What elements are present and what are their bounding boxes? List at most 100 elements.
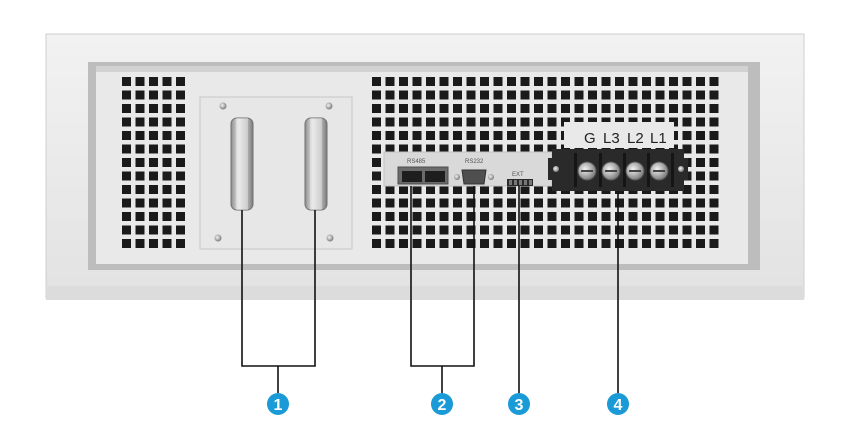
- terminal-label-area: [564, 122, 674, 148]
- vent-hole: [574, 90, 584, 100]
- vent-hole: [135, 158, 145, 167]
- vent-hole: [399, 185, 408, 194]
- vent-hole: [135, 131, 145, 140]
- vent-hole: [372, 171, 381, 181]
- vent-hole: [372, 104, 381, 113]
- vent-hole: [122, 239, 131, 248]
- vent-hole: [642, 212, 651, 221]
- vent-hole: [399, 131, 408, 140]
- vent-hole: [709, 104, 719, 113]
- vent-hole: [615, 104, 624, 113]
- vent-hole: [507, 212, 516, 221]
- terminal-l3[interactable]: [601, 161, 621, 181]
- vent-hole: [507, 225, 516, 235]
- vent-hole: [466, 90, 476, 100]
- vent-hole: [682, 212, 692, 221]
- vent-hole: [372, 239, 381, 248]
- vent-hole: [669, 225, 678, 235]
- vent-hole: [385, 225, 395, 235]
- vent-hole: [547, 225, 557, 235]
- callout-4-label: 4: [614, 397, 623, 414]
- vent-hole: [372, 212, 381, 221]
- vent-hole: [642, 77, 651, 86]
- vent-hole: [122, 144, 131, 154]
- vent-hole: [480, 198, 489, 208]
- handle-right[interactable]: [304, 117, 328, 211]
- vent-hole: [588, 77, 597, 86]
- vent-hole: [426, 239, 435, 248]
- vent-hole: [507, 144, 516, 154]
- vent-hole: [642, 239, 651, 248]
- vent-hole: [412, 77, 422, 86]
- vent-hole: [507, 117, 516, 127]
- vent-hole: [493, 212, 503, 221]
- vent-hole: [628, 77, 638, 86]
- vent-hole: [696, 144, 705, 154]
- vent-hole: [655, 198, 665, 208]
- handle-left[interactable]: [230, 117, 254, 211]
- vent-hole: [162, 90, 172, 100]
- vent-hole: [466, 131, 476, 140]
- vent-hole: [385, 198, 395, 208]
- vent-hole: [628, 212, 638, 221]
- rs232-port[interactable]: RS232: [454, 159, 494, 185]
- vent-hole: [426, 77, 435, 86]
- vent-hole: [439, 117, 449, 127]
- vent-hole: [615, 77, 624, 86]
- terminal-l2[interactable]: [625, 161, 645, 181]
- vent-hole: [162, 171, 172, 181]
- vent-hole: [574, 225, 584, 235]
- vent-hole: [588, 198, 597, 208]
- terminal-g[interactable]: [577, 161, 597, 181]
- vent-hole: [122, 171, 131, 181]
- vent-hole: [493, 185, 503, 194]
- vent-hole: [682, 144, 692, 154]
- vent-hole: [385, 77, 395, 86]
- vent-hole: [561, 77, 570, 86]
- screw-icon: [326, 234, 334, 242]
- vent-hole: [453, 131, 462, 140]
- vent-hole: [149, 198, 158, 208]
- terminal-l1[interactable]: [649, 161, 669, 181]
- vent-hole: [439, 198, 449, 208]
- vent-hole: [682, 198, 692, 208]
- callout-1: 1: [267, 393, 289, 415]
- vent-hole: [534, 131, 543, 140]
- callout-3-label: 3: [515, 397, 524, 414]
- vent-hole: [399, 144, 408, 154]
- vent-hole: [466, 239, 476, 248]
- vent-hole: [709, 198, 719, 208]
- vent-hole: [453, 77, 462, 86]
- vent-hole: [642, 225, 651, 235]
- vent-hole: [122, 158, 131, 167]
- vent-hole: [534, 117, 543, 127]
- vent-hole: [466, 225, 476, 235]
- vent-hole: [709, 77, 719, 86]
- vent-hole: [149, 212, 158, 221]
- ext-port[interactable]: EXT: [507, 172, 533, 186]
- vent-hole: [162, 225, 172, 235]
- rs485-label: RS485: [407, 159, 426, 165]
- vent-hole: [426, 90, 435, 100]
- vent-hole: [507, 90, 516, 100]
- vent-hole: [453, 90, 462, 100]
- vent-hole: [135, 185, 145, 194]
- vent-hole: [520, 198, 530, 208]
- vent-hole: [453, 239, 462, 248]
- vent-hole: [439, 104, 449, 113]
- vent-hole: [628, 198, 638, 208]
- vent-hole: [507, 131, 516, 140]
- vent-hole: [561, 198, 570, 208]
- vent-hole: [385, 117, 395, 127]
- callout-lines: [241, 186, 619, 393]
- vent-hole: [426, 198, 435, 208]
- vent-hole: [520, 104, 530, 113]
- vent-hole: [574, 77, 584, 86]
- vent-hole: [426, 225, 435, 235]
- vent-hole: [642, 198, 651, 208]
- vent-hole: [696, 104, 705, 113]
- vent-hole: [372, 90, 381, 100]
- vent-hole: [493, 225, 503, 235]
- vent-hole: [682, 117, 692, 127]
- rs485-port[interactable]: RS485: [397, 159, 449, 185]
